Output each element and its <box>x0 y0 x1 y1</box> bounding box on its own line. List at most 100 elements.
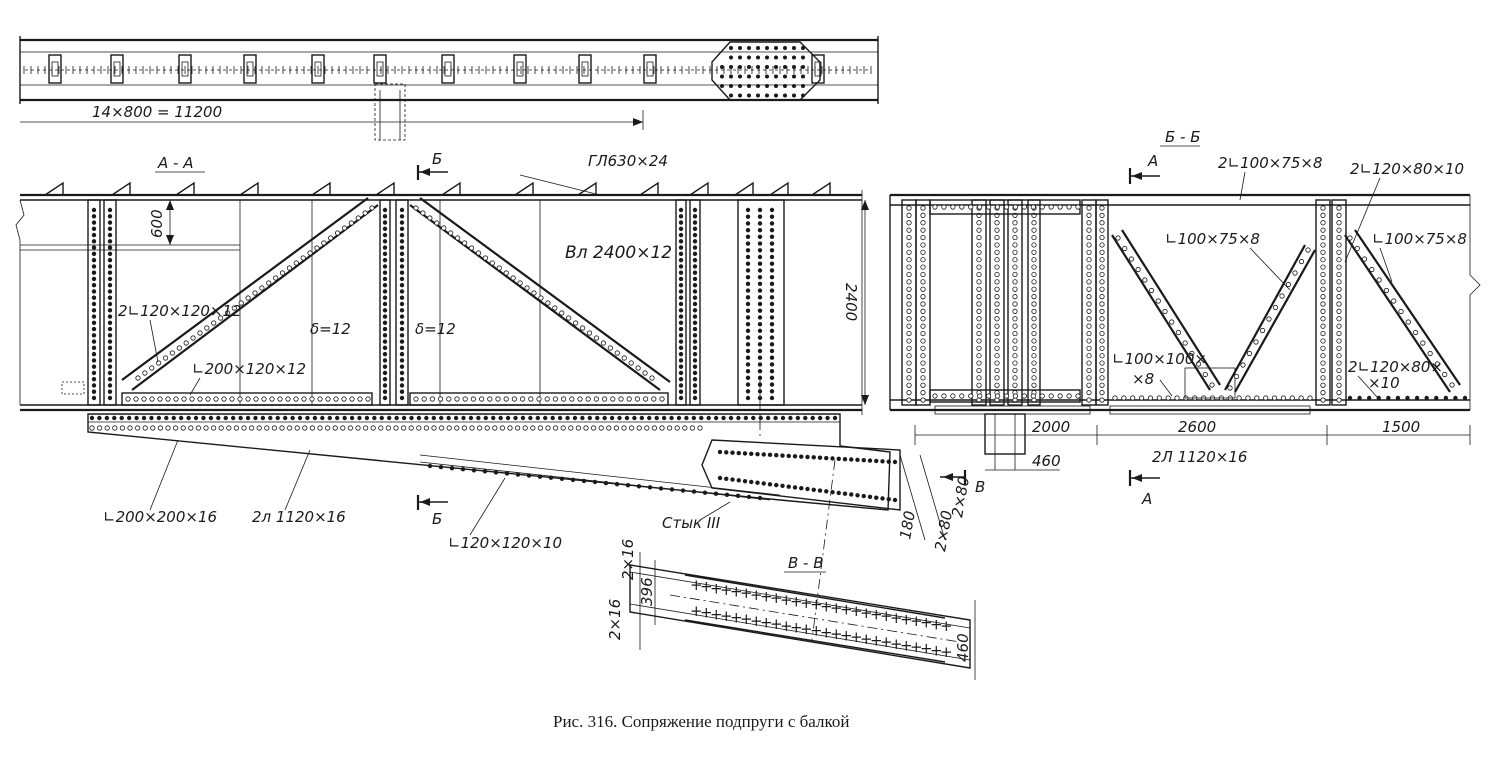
strut-plan-outline <box>374 83 406 141</box>
brace-label-2: ∟100×75×8 <box>1372 230 1467 248</box>
chord-rivets <box>125 396 665 402</box>
svg-text:+: + <box>850 628 863 646</box>
delta-label-1: δ=12 <box>310 320 351 338</box>
web-splice-rivets <box>745 207 775 401</box>
svg-text:+: + <box>770 615 783 633</box>
bottom-angle-right <box>409 392 669 406</box>
cut-a-top: А <box>1147 152 1158 170</box>
bottom-angle-label: ∟200×120×12 <box>192 360 306 378</box>
svg-text:+: + <box>750 586 763 604</box>
dim-1500: 1500 <box>1382 418 1420 436</box>
svg-text:+: + <box>870 606 883 624</box>
svg-text:+: + <box>790 592 803 610</box>
web-splice <box>737 199 785 406</box>
svg-text:+: + <box>880 633 893 651</box>
svg-text:+: + <box>890 609 903 627</box>
cut-a-bottom: А <box>1141 490 1152 508</box>
svg-text:+: + <box>890 635 903 653</box>
top-plan-view: 14×800 = 11200 <box>19 36 879 141</box>
top-dimension-label: 14×800 = 11200 <box>92 103 222 121</box>
svg-text:+: + <box>870 632 883 650</box>
svg-text:+: + <box>720 581 733 599</box>
dim-2600: 2600 <box>1178 418 1216 436</box>
diagonal-rivets <box>135 205 655 381</box>
strut: ∟200×200×16 2л 1120×16 ∟120×120×10 Стык … <box>87 380 985 641</box>
dim-600: 600 <box>148 209 166 238</box>
bb-columns <box>901 199 1468 406</box>
svg-text:+: + <box>900 636 913 654</box>
dim-2000: 2000 <box>1032 418 1070 436</box>
svg-text:+: + <box>760 613 773 631</box>
svg-text:+: + <box>820 623 833 641</box>
section-vv-title: В - В <box>788 554 824 572</box>
svg-text:+: + <box>820 597 833 615</box>
bb-strut-stub <box>984 413 1026 455</box>
svg-text:+: + <box>910 638 923 656</box>
svg-text:+: + <box>770 589 783 607</box>
diag-angle-label: 2∟120×120×12 <box>118 302 242 320</box>
svg-text:+: + <box>780 591 793 609</box>
section-aa: А - А ГЛ630×24 600 <box>15 150 869 528</box>
bb-plates-label: 2Л 1120×16 <box>1152 448 1247 466</box>
dim-vv-460: 460 <box>954 633 972 662</box>
vv-body <box>629 564 971 669</box>
top-stiffeners <box>23 54 872 84</box>
dim-180: 180 <box>896 509 919 540</box>
svg-text:+: + <box>910 612 923 630</box>
svg-text:+: + <box>690 602 703 620</box>
dim-2x16-bottom: 2×16 <box>606 599 624 640</box>
svg-text:+: + <box>810 622 823 640</box>
flange-label: ГЛ630×24 <box>588 152 668 170</box>
angle-200-label: ∟200×200×16 <box>103 508 217 526</box>
diagonal-right <box>409 204 661 391</box>
section-bb-title: Б - Б <box>1165 128 1201 146</box>
svg-text:+: + <box>810 596 823 614</box>
splice-plate-top <box>711 41 821 101</box>
joint-label: Стык III <box>662 514 721 532</box>
cut-b-top: Б <box>432 150 442 168</box>
angle-120-label-2: ×10 <box>1368 374 1400 392</box>
top-angles-label-2: 2∟120×80×10 <box>1350 160 1464 178</box>
svg-text:+: + <box>900 610 913 628</box>
strut-outline <box>87 413 891 511</box>
dim-396: 396 <box>638 577 656 606</box>
svg-text:+: + <box>780 617 793 635</box>
svg-text:+: + <box>920 640 933 658</box>
svg-text:+: + <box>740 584 753 602</box>
dim-bb-460: 460 <box>1032 452 1061 470</box>
svg-text:+: + <box>730 583 743 601</box>
svg-text:+: + <box>840 601 853 619</box>
svg-text:+: + <box>790 618 803 636</box>
brace-left-b <box>1224 244 1306 391</box>
svg-text:+: + <box>930 615 943 633</box>
cut-v: В <box>975 478 985 496</box>
brace-right <box>1344 234 1451 393</box>
bottom-angle-left <box>121 392 373 406</box>
delta-label-2: δ=12 <box>415 320 456 338</box>
svg-text:+: + <box>750 612 763 630</box>
svg-text:+: + <box>800 620 813 638</box>
figure-caption: Рис. 316. Сопряжение подпруги с балкой <box>553 712 849 731</box>
svg-text:+: + <box>860 630 873 648</box>
svg-text:+: + <box>940 643 953 661</box>
svg-text:+: + <box>800 594 813 612</box>
brace-left-a <box>1111 234 1211 391</box>
bb-brace-rivets <box>1115 235 1455 391</box>
svg-text:+: + <box>710 579 723 597</box>
angle-120-label: ∟120×120×10 <box>448 534 562 552</box>
svg-text:+: + <box>700 604 713 622</box>
flange-cleats <box>44 181 831 196</box>
splice-rivets <box>720 46 805 98</box>
svg-text:+: + <box>940 617 953 635</box>
section-aa-title: А - А <box>157 154 193 172</box>
svg-text:+: + <box>840 627 853 645</box>
svg-text:+: + <box>880 607 893 625</box>
svg-text:+: + <box>830 599 843 617</box>
svg-text:+: + <box>720 607 733 625</box>
diagonal-left <box>131 204 379 391</box>
svg-text:+: + <box>690 576 703 594</box>
svg-text:+: + <box>860 604 873 622</box>
svg-text:+: + <box>700 578 713 596</box>
svg-text:+: + <box>740 610 753 628</box>
